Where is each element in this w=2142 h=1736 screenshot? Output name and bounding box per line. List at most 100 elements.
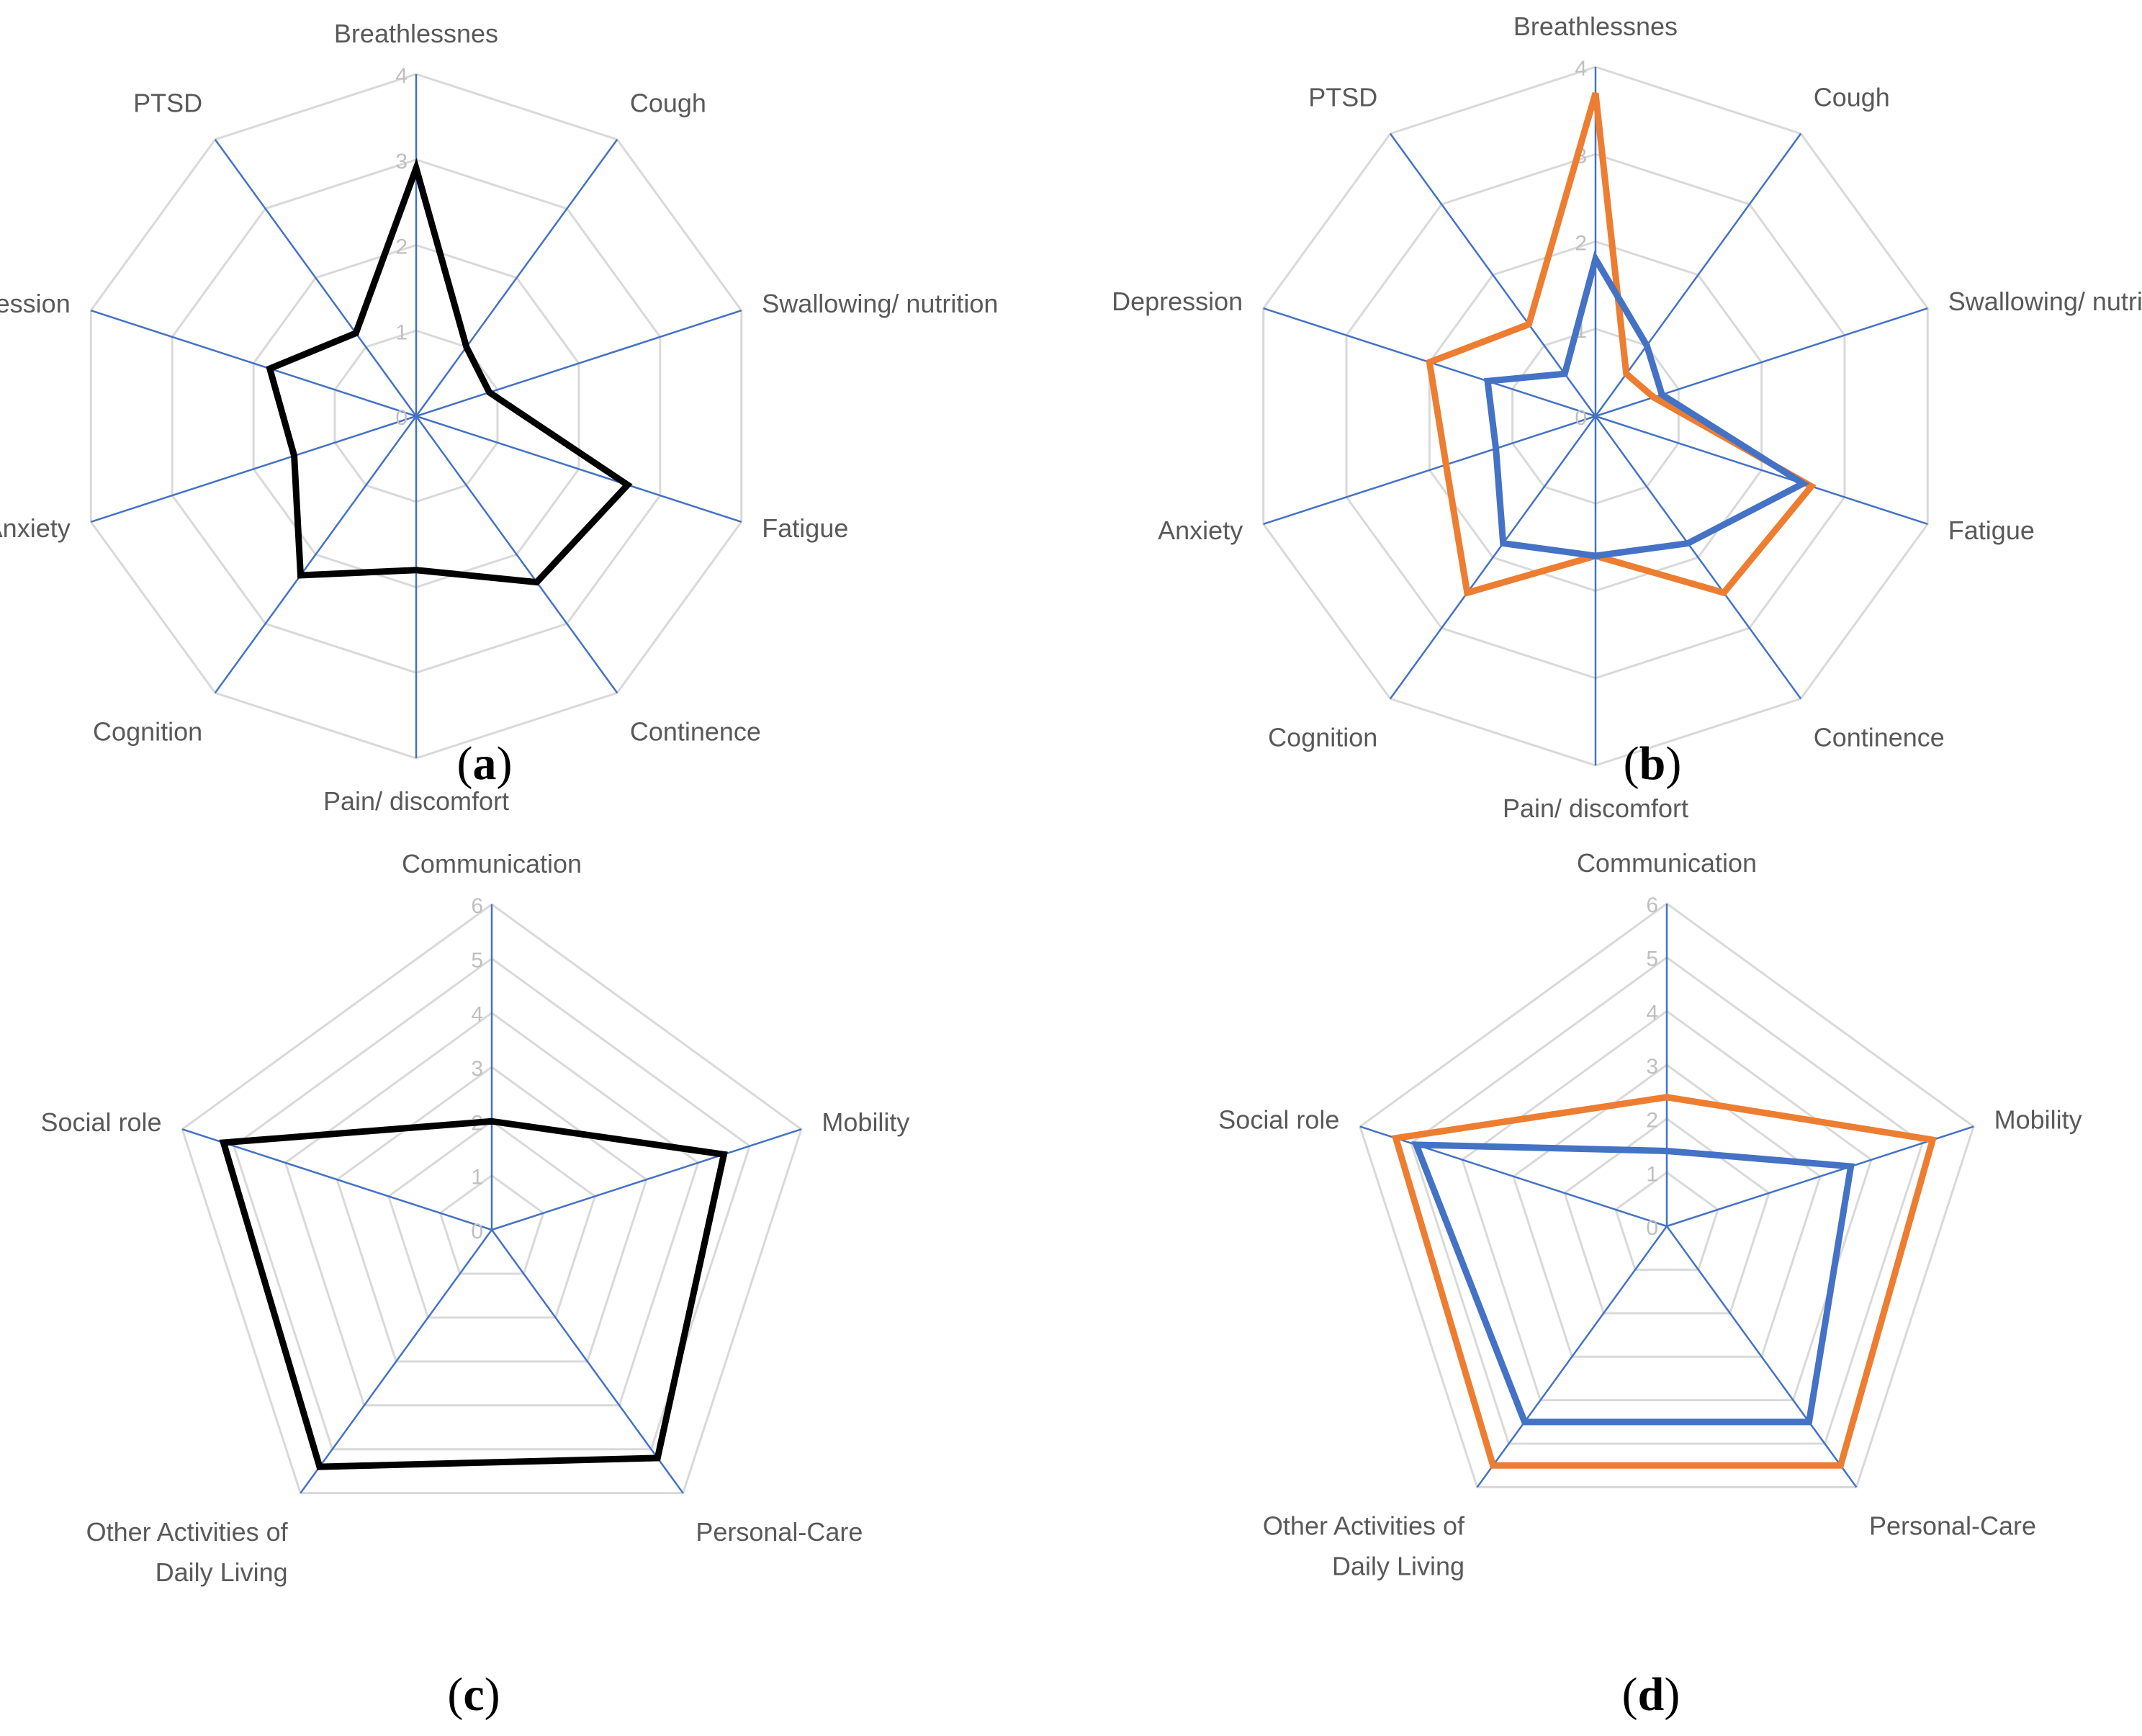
panel-letter: b bbox=[1639, 737, 1666, 790]
grid-ring bbox=[1563, 1117, 1770, 1315]
axis-label-line: Continence bbox=[630, 717, 761, 747]
axis-spoke bbox=[415, 310, 742, 418]
tick-label: 5 bbox=[471, 948, 483, 972]
axis-label-line: Cough bbox=[630, 88, 706, 117]
tick-label: 3 bbox=[1646, 1055, 1658, 1079]
series-orange-line bbox=[1426, 92, 1817, 597]
axis-label-line: Other Activities of bbox=[86, 1517, 289, 1547]
axis-label-line: Personal-Care bbox=[1869, 1511, 2036, 1541]
axis-label: Continence bbox=[1814, 723, 1945, 752]
grid-ring bbox=[1614, 1171, 1719, 1271]
grid-ring bbox=[387, 1120, 597, 1319]
radar-chart-d: 0123456CommunicationMobilityPersonal-Car… bbox=[1218, 848, 2082, 1721]
axis-label: Pain/ discomfort bbox=[1503, 793, 1688, 823]
axis-label: Cognition bbox=[93, 717, 202, 747]
panel-caption: (d) bbox=[1622, 1668, 1680, 1721]
panel-letter: c bbox=[463, 1668, 484, 1721]
axis-label: Anxiety bbox=[0, 513, 71, 543]
axis-label-line: Fatigue bbox=[1948, 516, 2035, 545]
axis-label-line: Anxiety bbox=[0, 513, 71, 543]
tick-label: 4 bbox=[395, 64, 408, 88]
axis-label-line: Communication bbox=[402, 849, 582, 878]
axis-label-line: Personal-Care bbox=[696, 1517, 863, 1547]
axis-spoke bbox=[491, 1128, 802, 1231]
grid-ring bbox=[1359, 902, 1975, 1488]
axis-label: PTSD bbox=[1308, 82, 1377, 112]
axis-label-line: PTSD bbox=[1308, 82, 1377, 112]
axis-label-line: Swallowing/ nutrition bbox=[762, 289, 998, 318]
axis-label-line: Swallowing/ nutrition bbox=[1948, 287, 2142, 316]
axis-label-line: Anxiety bbox=[1158, 516, 1243, 545]
tick-label: 0 bbox=[395, 406, 408, 430]
grid-ring bbox=[1410, 955, 1924, 1445]
axis-spoke bbox=[1263, 415, 1596, 526]
axis-spoke bbox=[214, 415, 418, 694]
grid-ring bbox=[181, 903, 803, 1495]
grid-ring bbox=[233, 957, 751, 1451]
axis-spoke bbox=[490, 1229, 684, 1494]
tick-label: 4 bbox=[1646, 1001, 1658, 1025]
axis-label: Cough bbox=[630, 88, 706, 117]
tick-label: 6 bbox=[1646, 894, 1658, 917]
series-black-line bbox=[266, 157, 633, 586]
axis-label: Communication bbox=[1577, 848, 1757, 878]
tick-label: 4 bbox=[1575, 57, 1587, 81]
radar-chart-c: 0123456CommunicationMobilityPersonal-Car… bbox=[40, 849, 909, 1721]
tick-label: 2 bbox=[1575, 232, 1587, 256]
axis-label-line: Continence bbox=[1814, 723, 1945, 752]
axis-label-line: Breathlessnes bbox=[334, 19, 498, 48]
axis-label: Anxiety bbox=[1158, 516, 1243, 545]
grid-ring bbox=[336, 1066, 648, 1363]
axis-label: Other Activities of Daily Living bbox=[86, 1517, 289, 1587]
axis-spoke bbox=[90, 310, 417, 418]
tick-label: 2 bbox=[395, 235, 408, 259]
axis-label: Breathlessnes bbox=[334, 19, 498, 48]
axis-label-line: Mobility bbox=[1994, 1105, 2082, 1134]
axis-spoke bbox=[1594, 132, 1802, 417]
axis-label: Social role bbox=[40, 1107, 161, 1137]
axis-spoke bbox=[415, 138, 618, 417]
axis-label: Depression bbox=[1112, 287, 1243, 316]
axis-label: Continence bbox=[630, 717, 761, 747]
axis-label: Breathlessnes bbox=[1513, 12, 1678, 41]
axis-label-line: Daily Living bbox=[156, 1557, 288, 1587]
grid-ring bbox=[1461, 1009, 1873, 1402]
panel-caption: (c) bbox=[447, 1668, 500, 1721]
axis-label-line: Daily Living bbox=[1332, 1552, 1464, 1581]
tick-label: 2 bbox=[1646, 1109, 1658, 1133]
axis-label: PTSD bbox=[133, 88, 202, 117]
axis-label: Communication bbox=[402, 849, 582, 878]
panel-caption: (a) bbox=[457, 737, 513, 790]
axis-spoke bbox=[1665, 1225, 1858, 1488]
axis-spoke bbox=[214, 138, 418, 417]
axis-label: Cough bbox=[1814, 82, 1890, 112]
axis-label-line: Other Activities of bbox=[1263, 1511, 1465, 1541]
grid-ring bbox=[438, 1174, 545, 1275]
panel-letter: d bbox=[1638, 1668, 1665, 1721]
axis-label: Social role bbox=[1218, 1105, 1339, 1134]
series-blue-line bbox=[1484, 251, 1810, 559]
grid-ring bbox=[1512, 1063, 1822, 1358]
panel-caption: (b) bbox=[1624, 737, 1682, 790]
tick-label: 1 bbox=[471, 1166, 483, 1189]
axis-spoke bbox=[1594, 415, 1802, 700]
tick-label: 3 bbox=[395, 150, 408, 174]
series-black-line bbox=[219, 1117, 728, 1470]
axis-label-line: Breathlessnes bbox=[1513, 12, 1678, 41]
tick-label: 5 bbox=[1646, 948, 1658, 971]
axis-spoke bbox=[1389, 132, 1597, 417]
tick-label: 3 bbox=[471, 1057, 483, 1081]
tick-label: 0 bbox=[1575, 406, 1587, 430]
axis-spoke bbox=[300, 1229, 493, 1494]
tick-label: 0 bbox=[471, 1220, 483, 1243]
tick-label: 1 bbox=[395, 320, 408, 344]
axis-spoke bbox=[1595, 415, 1928, 526]
axis-label-line: PTSD bbox=[133, 88, 202, 117]
axis-label: Personal-Care bbox=[1869, 1511, 2036, 1541]
axis-label: Fatigue bbox=[1948, 516, 2035, 545]
axis-label-line: Cognition bbox=[93, 717, 202, 747]
axis-label-line: Depression bbox=[1112, 287, 1243, 316]
tick-label: 1 bbox=[1646, 1162, 1658, 1186]
axis-label: Mobility bbox=[1994, 1105, 2082, 1134]
